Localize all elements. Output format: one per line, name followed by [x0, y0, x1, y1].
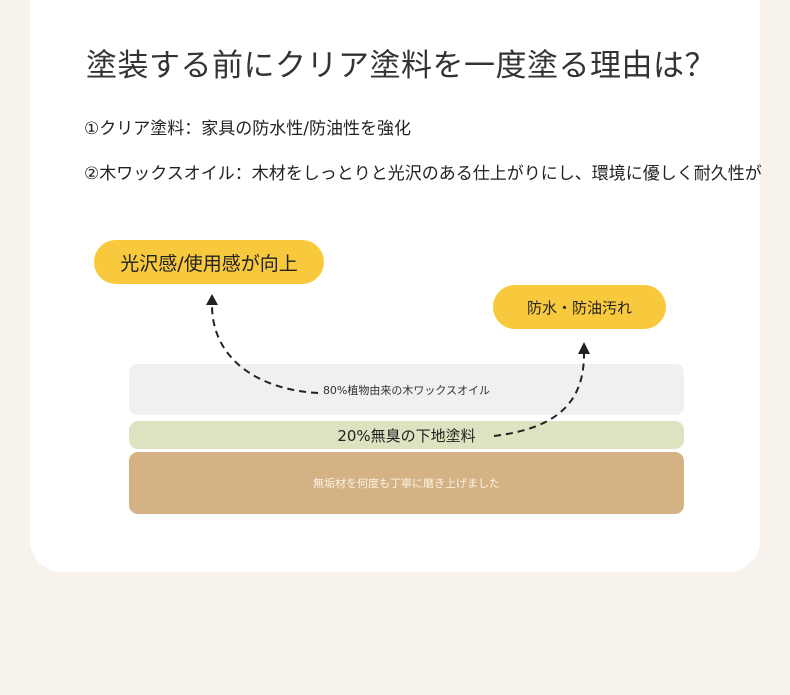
arrow-to-gloss — [211, 304, 319, 394]
point-wax-oil: ②木ワックスオイル：木材をしっとりと光沢のある仕上がりにし、環境に優しく耐久性が — [84, 164, 762, 184]
badge-gloss: 光沢感/使用感が向上 — [94, 240, 324, 284]
arrowhead-gloss-icon — [206, 294, 218, 305]
arrow-to-protect — [493, 353, 585, 437]
layer-wax-oil: 80%植物由来の木ワックスオイル — [129, 364, 684, 415]
point-clear-coat: ①クリア塗料：家具の防水性/防油性を強化 — [84, 119, 411, 139]
page-title: 塗装する前にクリア塗料を一度塗る理由は？ — [86, 48, 716, 84]
badge-gloss-label: 光沢感/使用感が向上 — [120, 252, 298, 275]
layer-wax-label: 80%植物由来の木ワックスオイル — [322, 383, 491, 397]
arrowhead-protect-icon — [578, 342, 590, 354]
badge-protect: 防水・防油汚れ — [493, 285, 666, 329]
layer-wood: 無垢材を何度も丁寧に磨き上げました — [129, 452, 684, 514]
layer-wood-label: 無垢材を何度も丁寧に磨き上げました — [313, 477, 500, 490]
layer-base-coat: 20%無臭の下地塗料 — [129, 421, 684, 449]
layer-base-label: 20%無臭の下地塗料 — [337, 426, 476, 445]
badge-protect-label: 防水・防油汚れ — [526, 298, 632, 317]
